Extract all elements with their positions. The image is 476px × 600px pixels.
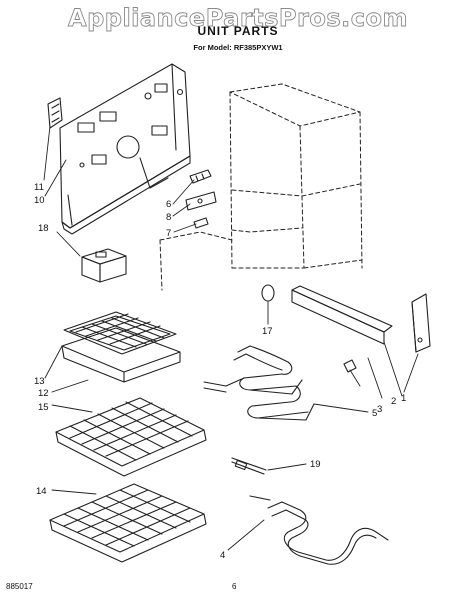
oven-rack-lower — [49, 483, 207, 563]
document-code: 885017 — [6, 582, 33, 591]
callout-6: 6 — [166, 199, 171, 210]
bake-element — [249, 495, 389, 565]
callout-4: 4 — [220, 550, 225, 561]
callout-1: 1 — [401, 393, 406, 404]
page-number: 6 — [232, 582, 237, 591]
callout-14: 14 — [36, 486, 47, 497]
temperature-sensor — [231, 457, 267, 475]
broil-pan — [61, 327, 181, 383]
terminal-bracket — [185, 191, 217, 211]
oven-rack-upper — [55, 397, 207, 477]
callout-11: 11 — [34, 182, 44, 193]
terminal-clip — [193, 217, 209, 229]
diagram-title: UNIT PARTS — [197, 24, 279, 38]
model-subtitle: For Model: RF385PXYW1 — [193, 43, 283, 52]
broil-element — [203, 345, 315, 421]
component-box — [81, 248, 127, 283]
callout-3: 3 — [377, 404, 382, 415]
leader-lines — [43, 125, 419, 551]
watermark: AppliancePartsPros.com — [68, 4, 408, 33]
grommet — [261, 284, 275, 302]
small-bracket — [47, 97, 63, 129]
rail-clip — [343, 359, 357, 373]
callout-15: 15 — [38, 402, 49, 413]
callout-18: 18 — [38, 223, 49, 234]
callout-2: 2 — [391, 396, 396, 407]
callout-13: 13 — [34, 376, 45, 387]
callout-8: 8 — [166, 212, 171, 223]
callout-19: 19 — [310, 459, 321, 470]
callout-5: 5 — [372, 408, 377, 419]
broil-pan-grid — [63, 311, 177, 355]
callout-12: 12 — [38, 388, 49, 399]
callout-17: 17 — [262, 326, 273, 337]
cabinet-outline — [159, 83, 363, 291]
side-rail — [291, 285, 431, 353]
rear-panel — [59, 63, 191, 235]
callout-7: 7 — [166, 228, 171, 239]
terminal-block — [189, 169, 212, 184]
callout-10: 10 — [34, 195, 45, 206]
callout-labels: 11 10 18 6 8 7 17 13 12 15 14 4 5 3 2 1 … — [34, 182, 406, 561]
